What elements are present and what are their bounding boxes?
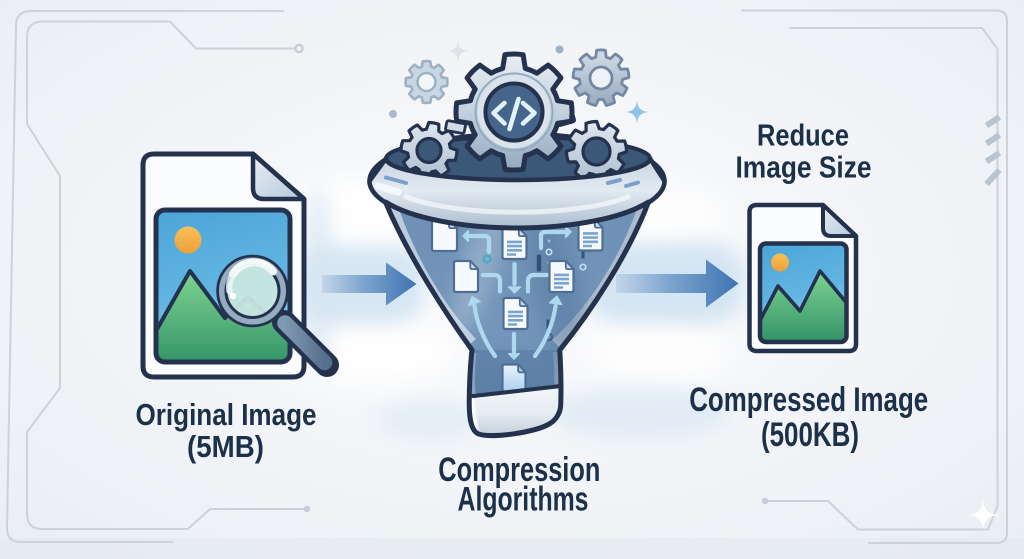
svg-text:Reduce: Reduce (757, 118, 849, 153)
svg-text:(5MB): (5MB) (187, 430, 264, 465)
svg-text:(500KB): (500KB) (761, 417, 859, 454)
svg-text:Compressed Image: Compressed Image (689, 382, 928, 419)
svg-text:Compression: Compression (438, 452, 600, 489)
svg-text:Algorithms: Algorithms (458, 481, 589, 519)
svg-text:Image Size: Image Size (735, 151, 871, 185)
svg-text:Original Image: Original Image (136, 398, 317, 433)
